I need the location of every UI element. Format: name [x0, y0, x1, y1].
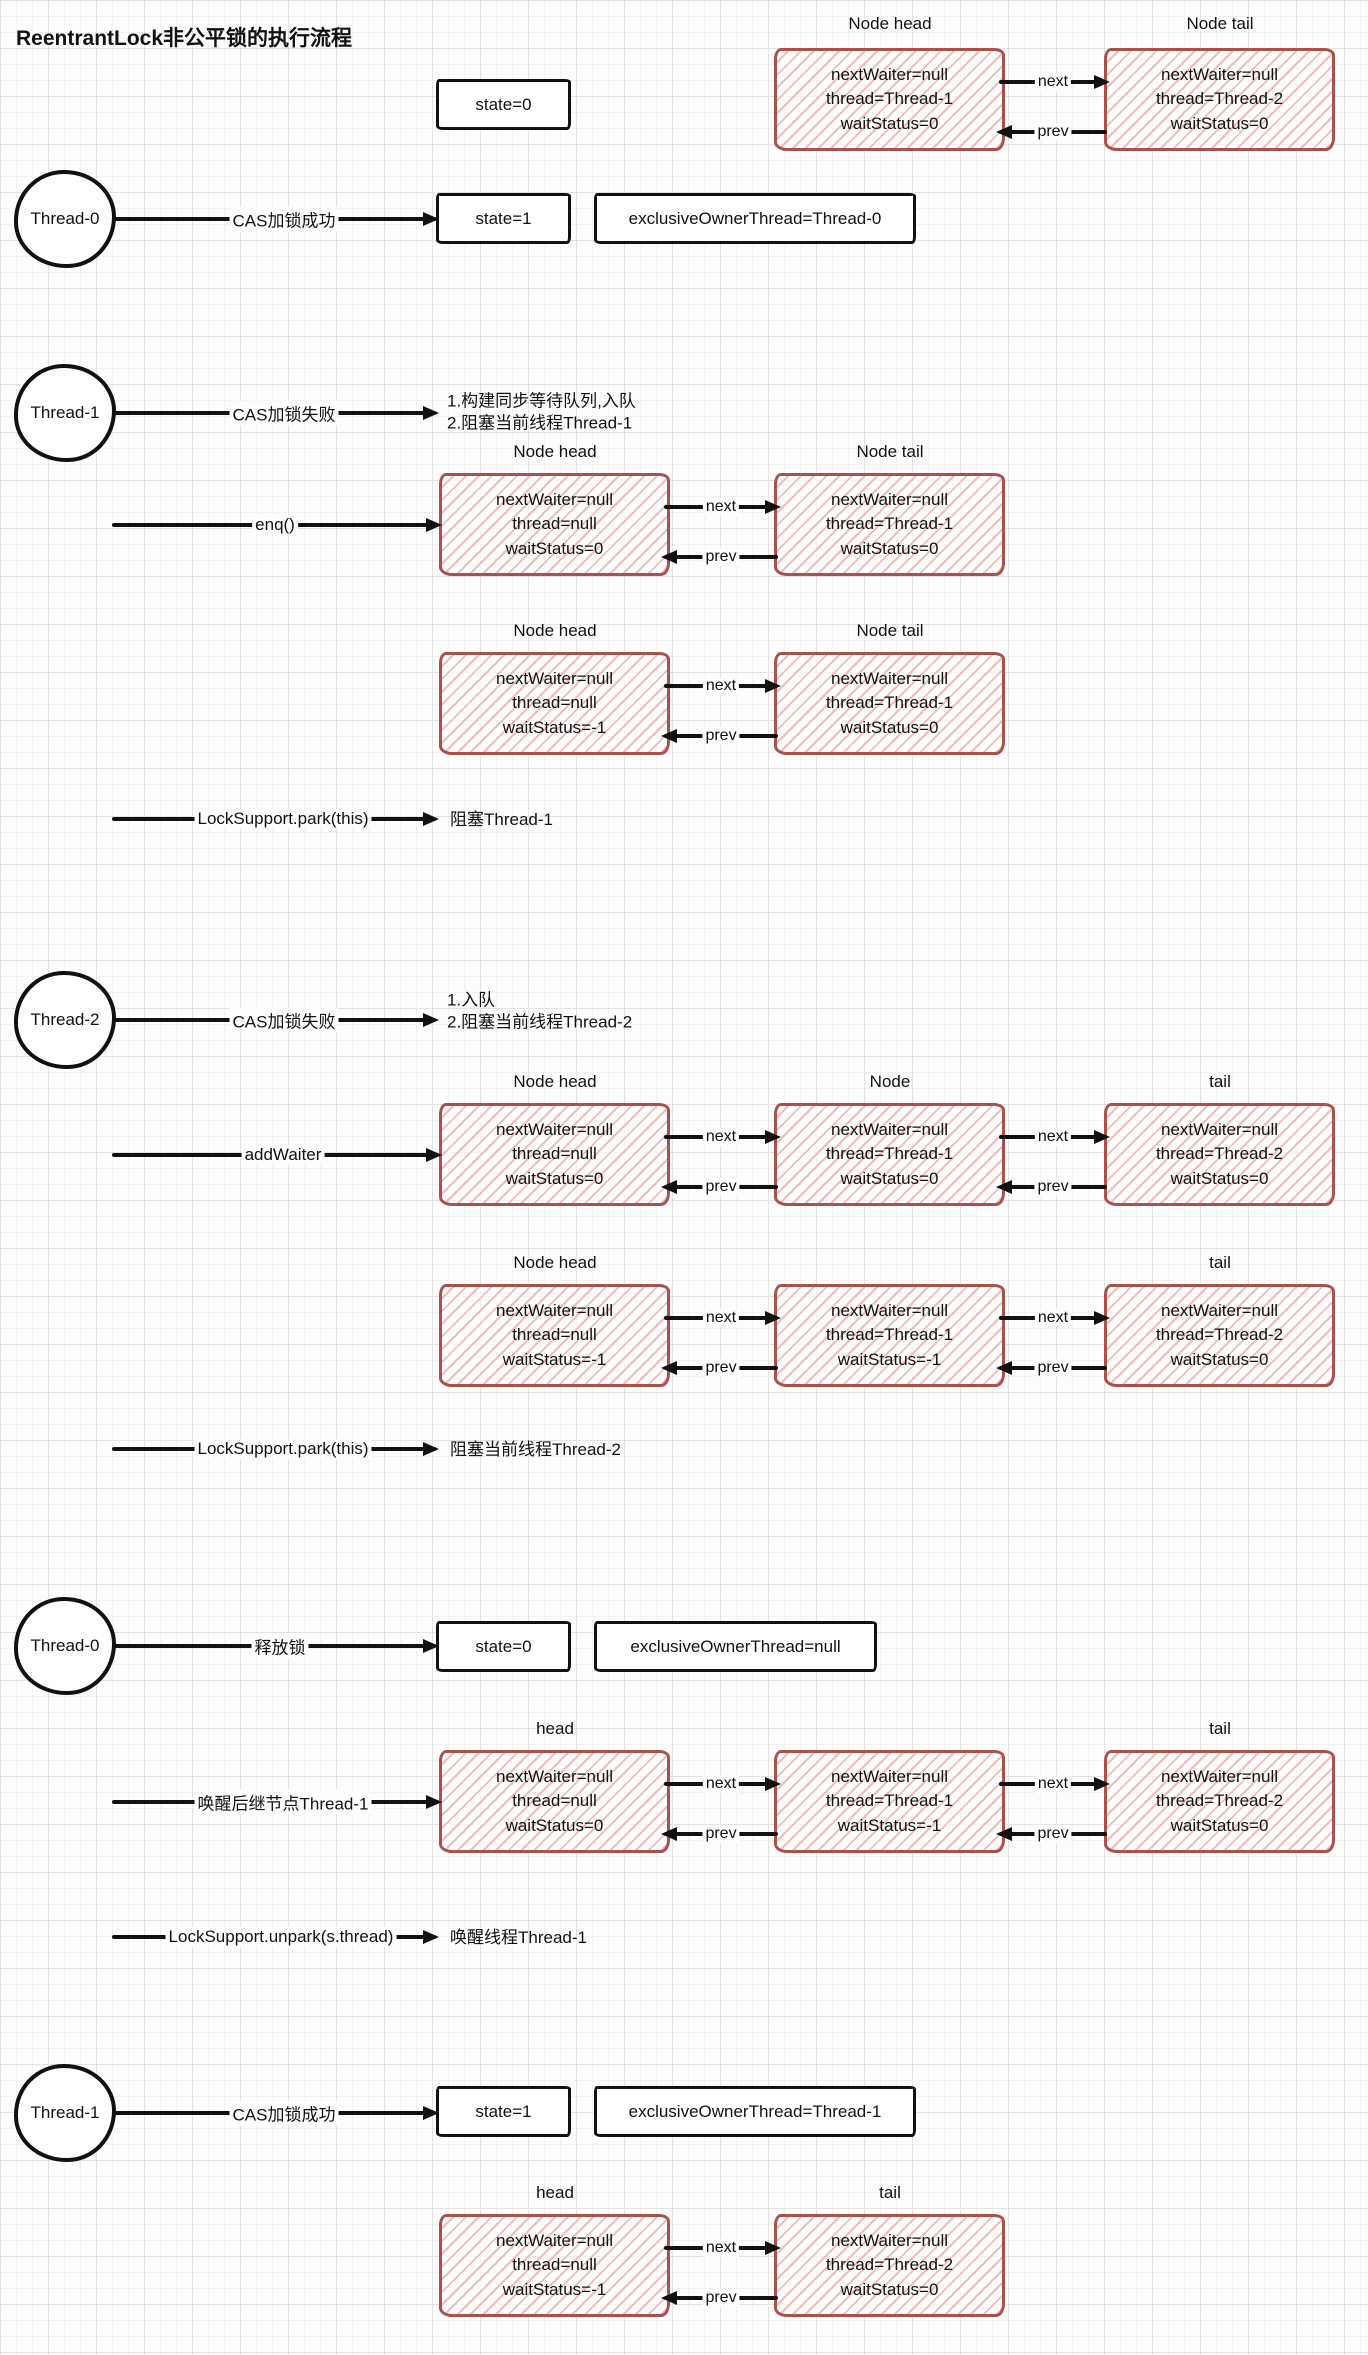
state-box: state=1: [436, 2086, 571, 2137]
prev-arrow-label: prev: [1034, 1178, 1072, 1196]
node-label: Node tail: [856, 442, 924, 461]
action-label: LockSupport.park(this): [194, 1439, 372, 1459]
action-label: CAS加锁失败: [229, 400, 339, 426]
node-label: Node head: [513, 1253, 597, 1272]
node-box-mid: nextWaiter=null thread=Thread-1 waitStat…: [774, 1284, 1005, 1387]
node-box-tail: nextWaiter=null thread=Thread-2 waitStat…: [1104, 1284, 1335, 1387]
next-arrow-label: next: [702, 1309, 740, 1327]
owner-box: exclusiveOwnerThread=Thread-1: [594, 2086, 916, 2137]
state-box: state=0: [436, 1621, 571, 1672]
thread-circle: Thread-1: [14, 364, 116, 462]
node-box-tail: nextWaiter=null thread=Thread-2 waitStat…: [1104, 48, 1335, 151]
action-label: addWaiter: [241, 1145, 325, 1165]
node-label: head: [536, 2183, 574, 2202]
node-box-tail: nextWaiter=null thread=Thread-2 waitStat…: [774, 2214, 1005, 2317]
thread-circle: Thread-1: [14, 2064, 116, 2162]
action-label: CAS加锁成功: [229, 206, 339, 232]
node-label: Node head: [513, 621, 597, 640]
thread-circle: Thread-0: [14, 1597, 116, 1695]
state-box: state=1: [436, 193, 571, 244]
prev-arrow-label: prev: [702, 1825, 740, 1843]
node-box-tail: nextWaiter=null thread=Thread-1 waitStat…: [774, 652, 1005, 755]
node-label: Node tail: [856, 621, 924, 640]
note-text: 阻塞Thread-1: [450, 809, 553, 829]
prev-arrow-label: prev: [1034, 1825, 1072, 1843]
node-box-head: nextWaiter=null thread=null waitStatus=0: [439, 1103, 670, 1206]
node-box-tail: nextWaiter=null thread=Thread-1 waitStat…: [774, 473, 1005, 576]
node-box-head: nextWaiter=null thread=null waitStatus=-…: [439, 652, 670, 755]
prev-arrow-label: prev: [702, 548, 740, 566]
prev-arrow-label: prev: [1034, 123, 1072, 141]
action-label: LockSupport.park(this): [194, 809, 372, 829]
next-arrow-label: next: [702, 1128, 740, 1146]
node-label: Node head: [848, 14, 932, 33]
owner-box: exclusiveOwnerThread=null: [594, 1621, 877, 1672]
node-label: Node: [869, 1072, 911, 1091]
node-box-head: nextWaiter=null thread=null waitStatus=0: [439, 1750, 670, 1853]
next-arrow-label: next: [702, 677, 740, 695]
next-arrow-label: next: [702, 498, 740, 516]
prev-arrow-label: prev: [1034, 1359, 1072, 1377]
node-label: tail: [879, 2183, 901, 2202]
prev-arrow-label: prev: [702, 1178, 740, 1196]
next-arrow-label: next: [702, 2239, 740, 2257]
action-label: LockSupport.unpark(s.thread): [165, 1927, 397, 1947]
action-label: enq(): [252, 515, 298, 535]
note-text: 1.构建同步等待队列,入队 2.阻塞当前线程Thread-1: [447, 391, 636, 433]
next-arrow-label: next: [1034, 73, 1072, 91]
prev-arrow-label: prev: [702, 1359, 740, 1377]
node-box-tail: nextWaiter=null thread=Thread-2 waitStat…: [1104, 1103, 1335, 1206]
node-box-mid: nextWaiter=null thread=Thread-1 waitStat…: [774, 1750, 1005, 1853]
next-arrow-label: next: [1034, 1309, 1072, 1327]
next-arrow-label: next: [702, 1775, 740, 1793]
note-text: 唤醒线程Thread-1: [450, 1927, 587, 1947]
node-box-head: nextWaiter=null thread=null waitStatus=0: [439, 473, 670, 576]
note-text: 阻塞当前线程Thread-2: [450, 1439, 621, 1459]
prev-arrow-label: prev: [702, 2289, 740, 2307]
node-label: tail: [1209, 1253, 1231, 1272]
node-label: Node head: [513, 442, 597, 461]
owner-box: exclusiveOwnerThread=Thread-0: [594, 193, 916, 244]
node-label: tail: [1209, 1072, 1231, 1091]
node-box-mid: nextWaiter=null thread=Thread-1 waitStat…: [774, 1103, 1005, 1206]
next-arrow-label: next: [1034, 1128, 1072, 1146]
node-box-head: nextWaiter=null thread=null waitStatus=-…: [439, 1284, 670, 1387]
node-label: Node head: [513, 1072, 597, 1091]
node-box-head: nextWaiter=null thread=Thread-1 waitStat…: [774, 48, 1005, 151]
note-text: 1.入队 2.阻塞当前线程Thread-2: [447, 990, 633, 1032]
prev-arrow-label: prev: [702, 727, 740, 745]
node-box-head: nextWaiter=null thread=null waitStatus=-…: [439, 2214, 670, 2317]
thread-circle: Thread-0: [14, 170, 116, 268]
next-arrow-label: next: [1034, 1775, 1072, 1793]
action-label: CAS加锁失败: [229, 1007, 339, 1033]
page-title: ReentrantLock非公平锁的执行流程: [16, 27, 353, 50]
action-label: 释放锁: [251, 1633, 309, 1659]
action-label: CAS加锁成功: [229, 2100, 339, 2126]
state-box: state=0: [436, 79, 571, 130]
thread-circle: Thread-2: [14, 971, 116, 1069]
action-label: 唤醒后继节点Thread-1: [194, 1789, 372, 1815]
node-label: Node tail: [1186, 14, 1254, 33]
node-label: head: [536, 1719, 574, 1738]
node-label: tail: [1209, 1719, 1231, 1738]
node-box-tail: nextWaiter=null thread=Thread-2 waitStat…: [1104, 1750, 1335, 1853]
